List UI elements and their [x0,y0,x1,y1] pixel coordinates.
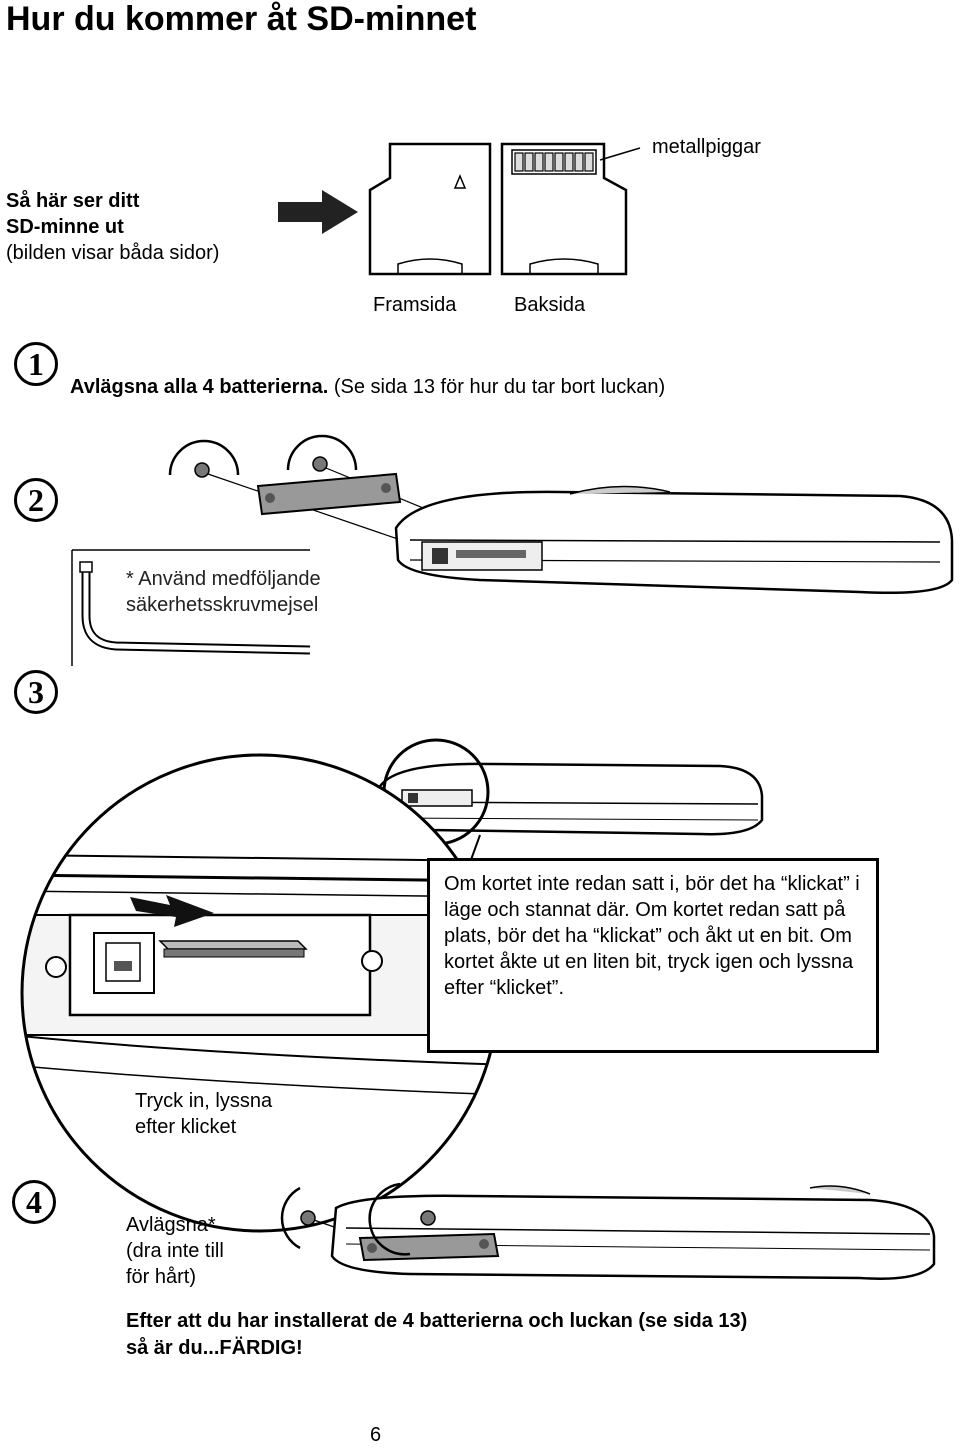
remove-line2: (dra inte till [126,1240,224,1262]
metal-pins-label: metallpiggar [652,136,761,158]
remove-line1: Avlägsna* [126,1214,216,1236]
step-3-badge: 3 [14,670,58,714]
screwdriver-note-line1: * Använd medföljande [126,568,321,590]
right-arrow-icon [278,190,358,234]
screwdriver-note-line2: säkerhetsskruvmejsel [126,594,319,616]
device-slot-illustration [374,738,764,846]
page-number: 6 [370,1424,382,1446]
magnified-slot-illustration [20,753,500,1233]
remove-line3: för hårt) [126,1266,197,1288]
step-1-text: Avlägsna alla 4 batterierna. (Se sida 13… [70,374,665,400]
sd-card-back-illustration [500,142,641,276]
press-text-line2: efter klicket [135,1114,237,1140]
sd-intro-line3: (bilden visar båda sidor) [6,242,220,264]
step-1-normal: (Se sida 13 för hur du tar bort luckan) [333,376,666,398]
step-4-badge: 4 [12,1180,56,1224]
press-text-line1: Tryck in, lyssna [135,1088,273,1114]
device-remove-cover-illustration [280,1182,936,1280]
back-label: Baksida [514,294,586,316]
sd-intro-line1: Så här ser ditt [6,190,140,212]
device-cover-illustration [168,434,954,595]
sd-card-front-illustration [368,142,492,276]
info-box: Om kortet inte redan satt i, bör det ha … [427,858,879,1053]
sd-intro-line2: SD-minne ut [6,216,124,238]
step-1-badge: 1 [14,342,58,386]
finish-line1: Efter att du har installerat de 4 batter… [126,1310,748,1332]
finish-line2: så är du...FÄRDIG! [126,1337,303,1359]
screwdriver-illustration [71,549,311,666]
page-title: Hur du kommer åt SD-minnet [6,0,477,38]
step-1-bold: Avlägsna alla 4 batterierna. [70,376,329,398]
step-2-badge: 2 [14,478,58,522]
front-label: Framsida [373,294,457,316]
